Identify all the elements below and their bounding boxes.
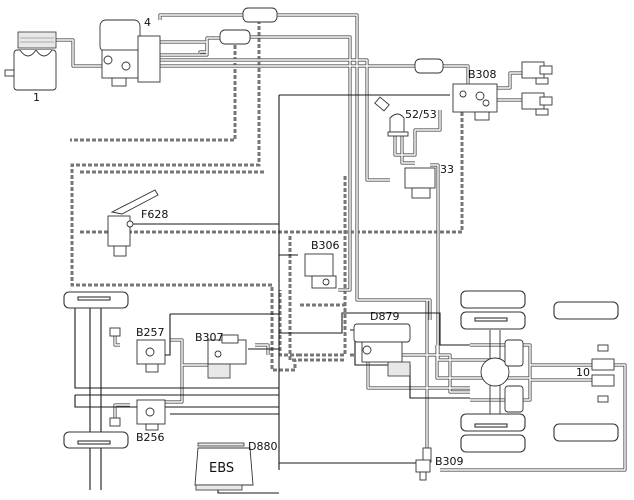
compressor <box>4 31 57 91</box>
trailer-coupling-upper <box>521 61 553 85</box>
rear-wheel-1 <box>460 290 526 309</box>
relay-valve-b306 <box>304 253 337 289</box>
label-b306: B306 <box>311 239 340 252</box>
brake-chamber-front-right <box>109 417 121 427</box>
rear-brake-chambers <box>504 339 524 413</box>
rear-wheel-4 <box>460 434 526 453</box>
air-dryer <box>99 19 161 87</box>
labels: 1 4 B308 52/53 33 F628 B306 B257 B307 B2… <box>33 16 590 476</box>
b308-modulator <box>452 83 498 121</box>
axle-modulator-d879 <box>353 323 411 377</box>
front-wheel-right <box>63 431 129 449</box>
electrical-wires <box>74 94 470 494</box>
label-b257: B257 <box>136 326 165 339</box>
spring-brake-10 <box>591 344 615 403</box>
parking-brake-valve-f628 <box>107 189 159 257</box>
wheels <box>63 290 619 453</box>
modulator-b257 <box>136 339 166 373</box>
label-b307: B307 <box>195 331 224 344</box>
label-f628: F628 <box>141 208 168 221</box>
tank-3 <box>414 58 444 74</box>
tag-wheel-2 <box>553 423 619 442</box>
label-d880: D880 <box>248 440 277 453</box>
label-b256: B256 <box>136 431 165 444</box>
rear-wheel-3 <box>460 413 526 432</box>
tag-wheel-1 <box>553 301 619 320</box>
pilot-lines <box>70 20 464 372</box>
label-ebs: EBS <box>209 461 234 476</box>
tank-1 <box>242 7 278 23</box>
ebs-control-unit <box>194 442 254 491</box>
coupling-heads-52-53 <box>374 96 409 137</box>
axle-modulator-b307 <box>207 334 247 379</box>
label-b309: B309 <box>435 455 464 468</box>
label-air-dryer: 4 <box>144 16 151 29</box>
pressure-sensor-b309 <box>415 447 432 481</box>
trailer-coupling-lower <box>521 92 553 116</box>
tank-2 <box>219 29 251 45</box>
label-b308: B308 <box>468 68 497 81</box>
label-compressor: 1 <box>33 91 40 104</box>
brake-chamber-front-left <box>109 327 121 337</box>
label-33: 33 <box>440 163 454 176</box>
label-d879: D879 <box>370 310 399 323</box>
modulator-b256 <box>136 399 166 431</box>
label-52-53: 52/53 <box>405 108 437 121</box>
differential <box>480 357 510 387</box>
label-10: 10 <box>576 366 590 379</box>
trailer-control-valve-33 <box>404 167 436 199</box>
air-pipes <box>56 13 627 472</box>
